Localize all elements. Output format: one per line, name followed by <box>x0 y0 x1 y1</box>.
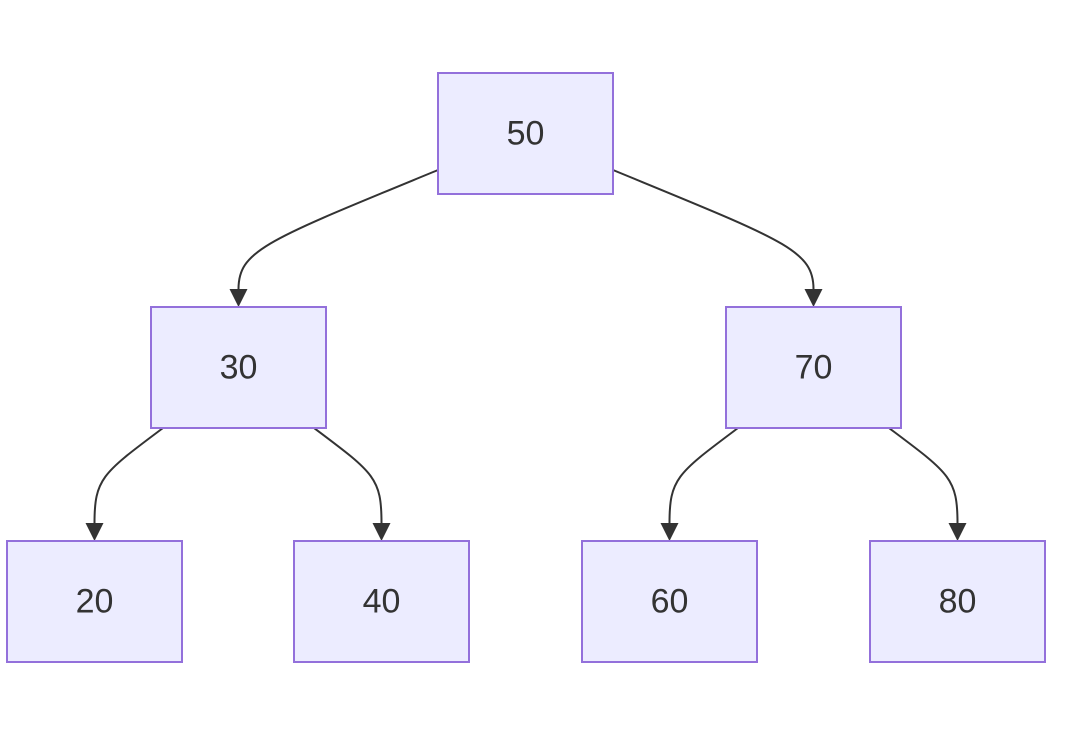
edge-30-to-40 <box>313 427 391 541</box>
tree-node-20: 20 <box>6 540 183 663</box>
node-label: 80 <box>939 583 977 621</box>
node-box <box>150 306 327 429</box>
edge-line <box>237 169 439 290</box>
tree-node-30: 30 <box>150 306 327 429</box>
edges <box>85 169 967 541</box>
arrow-head-icon <box>948 523 967 541</box>
node-box <box>581 540 758 663</box>
node-label: 40 <box>363 583 401 621</box>
tree-node-70: 70 <box>725 306 902 429</box>
arrow-head-icon <box>660 523 679 541</box>
node-box <box>869 540 1046 663</box>
tree-node-80: 80 <box>869 540 1046 663</box>
node-label: 70 <box>795 349 833 387</box>
edge-50-to-70 <box>612 169 823 307</box>
edge-70-to-60 <box>660 427 739 541</box>
tree-node-50: 50 <box>437 72 614 195</box>
nodes: 50 30 70 20 40 60 80 <box>6 72 1046 663</box>
arrow-head-icon <box>85 523 104 541</box>
node-box <box>293 540 470 663</box>
node-label: 50 <box>507 115 545 153</box>
tree-node-40: 40 <box>293 540 470 663</box>
edge-line <box>313 427 383 524</box>
node-label: 60 <box>651 583 689 621</box>
edge-line <box>668 427 739 524</box>
node-label: 30 <box>220 349 258 387</box>
edge-line <box>888 427 959 524</box>
node-label: 20 <box>76 583 114 621</box>
node-box <box>437 72 614 195</box>
arrow-head-icon <box>372 523 391 541</box>
edge-line <box>612 169 815 290</box>
tree-node-60: 60 <box>581 540 758 663</box>
arrow-head-icon <box>229 289 248 307</box>
node-box <box>725 306 902 429</box>
edge-line <box>93 427 164 524</box>
edge-30-to-20 <box>85 427 164 541</box>
edge-70-to-80 <box>888 427 967 541</box>
node-box <box>6 540 183 663</box>
edge-50-to-30 <box>229 169 439 307</box>
arrow-head-icon <box>804 289 823 307</box>
